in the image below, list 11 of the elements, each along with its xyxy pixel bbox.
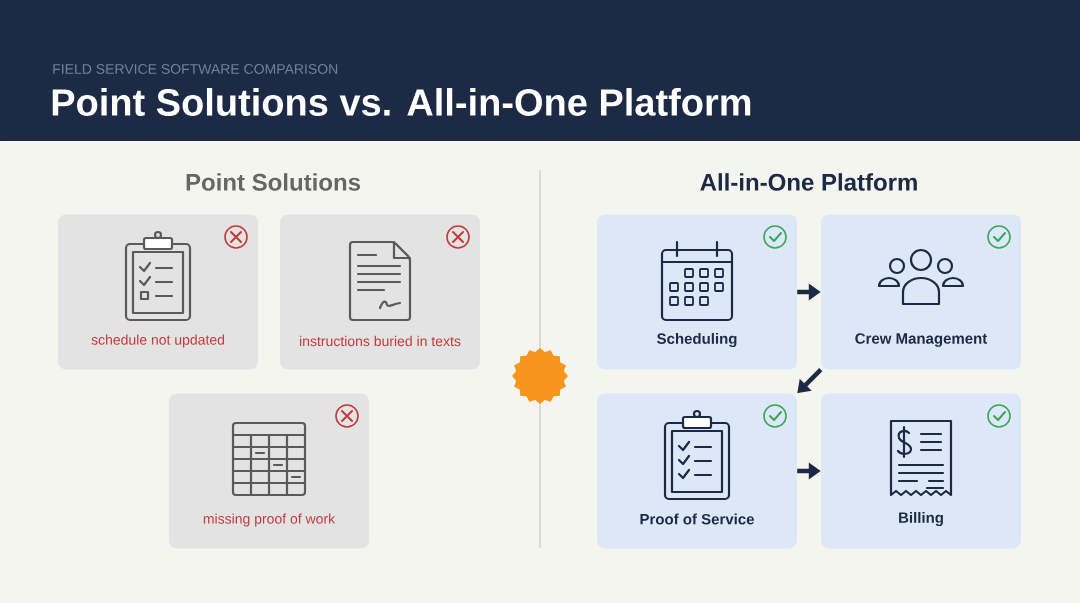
card: Billing [821, 393, 1021, 549]
title: Point Solutions vs. All-in-One Platform [52, 88, 751, 116]
card: missing proof of work [169, 393, 369, 549]
card: Scheduling [597, 214, 797, 370]
subtitle: FIELD SERVICE SOFTWARE COMPARISON [53, 64, 338, 74]
card: instructions buried in texts [280, 214, 480, 370]
card: schedule not updated [58, 214, 258, 370]
card: Crew Management [821, 214, 1021, 370]
card: Proof of Service [597, 393, 797, 549]
section-heading: All-in-One Platform [700, 173, 917, 191]
section-heading: Point Solutions [186, 173, 360, 191]
